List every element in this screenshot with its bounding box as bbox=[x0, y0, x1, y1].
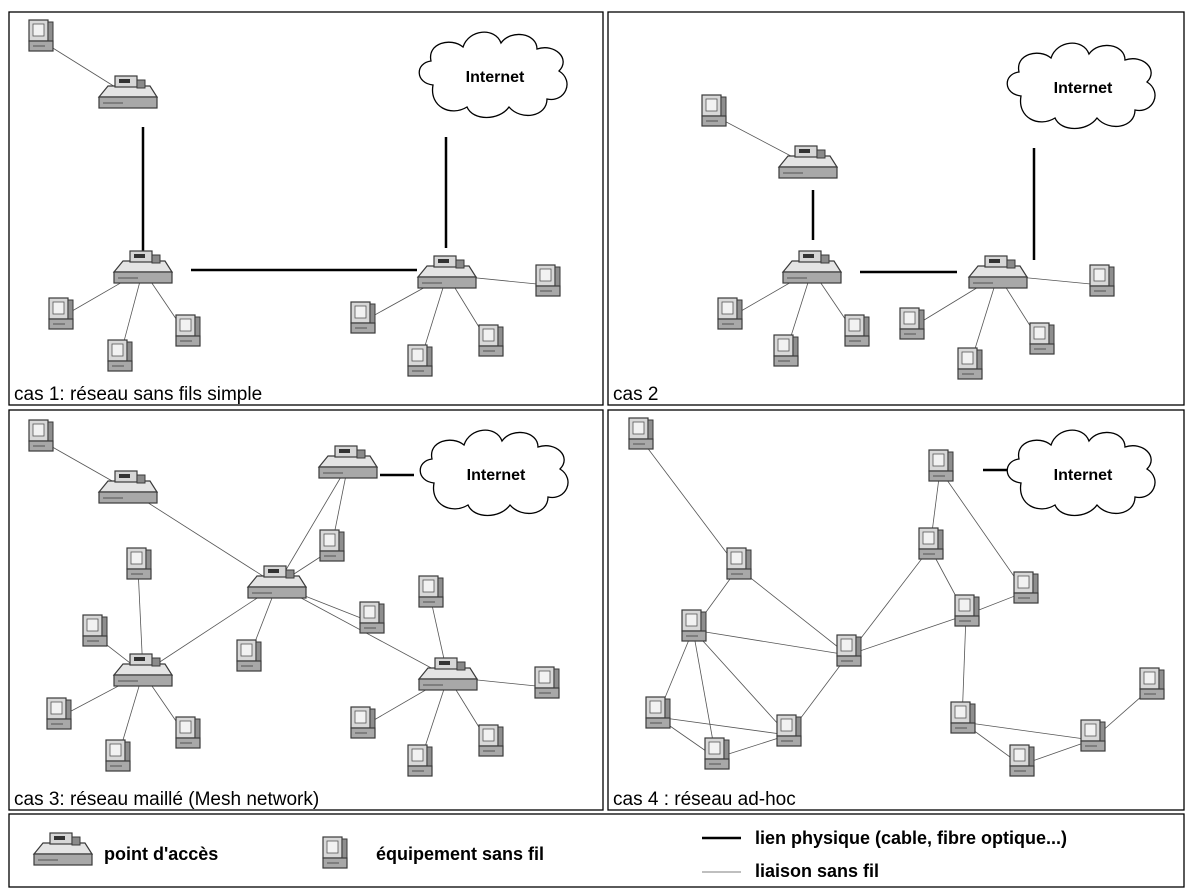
access-point-icon bbox=[418, 657, 478, 691]
access-point-icon bbox=[778, 145, 838, 179]
internet-cloud-icon: Internet bbox=[418, 31, 568, 119]
wireless-device-icon bbox=[726, 547, 752, 580]
panel-frame-4 bbox=[607, 409, 1185, 811]
wireless-device-icon bbox=[478, 324, 504, 357]
wireless-device-icon bbox=[1013, 571, 1039, 604]
wireless-device-icon bbox=[681, 609, 707, 642]
wireless-device-icon bbox=[236, 639, 262, 672]
internet-label: Internet bbox=[1054, 80, 1113, 97]
legend-wireless-device-label: équipement sans fil bbox=[376, 844, 544, 864]
wireless-device-icon bbox=[701, 94, 727, 127]
internet-cloud-icon: Internet bbox=[1006, 42, 1156, 130]
wireless-device-icon bbox=[844, 314, 870, 347]
wireless-device-icon bbox=[407, 344, 433, 377]
panel-4-wireless-link bbox=[737, 567, 849, 656]
internet-label: Internet bbox=[467, 467, 526, 484]
wireless-device-icon bbox=[645, 696, 671, 729]
wireless-device-icon bbox=[717, 297, 743, 330]
wireless-device-icon bbox=[319, 529, 345, 562]
internet-cloud-icon: Internet bbox=[419, 429, 569, 517]
legend-access-point-label: point d'accès bbox=[104, 844, 218, 864]
wireless-device-icon bbox=[82, 614, 108, 647]
wireless-device-icon bbox=[918, 527, 944, 560]
access-point-icon bbox=[968, 255, 1028, 289]
wireless-device-icon bbox=[418, 575, 444, 608]
panel-4-wireless-link bbox=[847, 614, 967, 656]
wireless-device-icon bbox=[359, 601, 385, 634]
panel-4-wireless-link bbox=[961, 721, 1093, 741]
panel-4-caption: cas 4 : réseau ad-hoc bbox=[613, 789, 796, 810]
wireless-device-icon bbox=[534, 666, 560, 699]
panel-frame-2 bbox=[607, 11, 1185, 406]
wireless-device-icon bbox=[1089, 264, 1115, 297]
access-point-icon bbox=[782, 250, 842, 284]
wireless-device-icon bbox=[407, 744, 433, 777]
panel-3-wireless-link bbox=[142, 584, 278, 674]
wireless-device-icon bbox=[773, 334, 799, 367]
wireless-device-icon bbox=[535, 264, 561, 297]
internet-cloud-icon: Internet bbox=[1006, 429, 1156, 517]
access-point-icon bbox=[417, 255, 477, 289]
wireless-device-icon bbox=[48, 297, 74, 330]
panel-1-caption: cas 1: réseau sans fils simple bbox=[14, 384, 262, 405]
panel-4-wireless-link bbox=[692, 629, 849, 656]
wireless-device-icon bbox=[899, 307, 925, 340]
wireless-device-icon bbox=[1029, 322, 1055, 355]
access-point-icon bbox=[98, 470, 158, 504]
legend-wireless-link-label: liaison sans fil bbox=[755, 861, 879, 881]
panel-4-wireless-link bbox=[939, 469, 1026, 593]
wireless-device-icon bbox=[107, 339, 133, 372]
wireless-device-icon bbox=[928, 449, 954, 482]
legend-frame bbox=[8, 813, 1185, 888]
legend-physical-link-label: lien physique (cable, fibre optique...) bbox=[755, 828, 1067, 848]
wireless-device-icon bbox=[950, 701, 976, 734]
panel-frame-1 bbox=[8, 11, 604, 406]
wireless-device-icon bbox=[478, 724, 504, 757]
wireless-device-icon bbox=[28, 419, 54, 452]
access-point-icon bbox=[113, 250, 173, 284]
wireless-device-icon bbox=[1139, 667, 1165, 700]
wireless-device-icon bbox=[46, 697, 72, 730]
access-point-icon bbox=[113, 653, 173, 687]
access-point-icon bbox=[98, 75, 158, 109]
panel-4-wireless-link bbox=[639, 437, 739, 569]
panel-4-wireless-link bbox=[656, 716, 789, 736]
wireless-device-icon bbox=[836, 634, 862, 667]
wireless-device-icon bbox=[350, 706, 376, 739]
internet-label: Internet bbox=[1054, 467, 1113, 484]
wireless-device-icon bbox=[126, 547, 152, 580]
wireless-device-icon bbox=[957, 347, 983, 380]
legend-wireless-device-icon bbox=[322, 836, 348, 869]
wireless-device-icon bbox=[1009, 744, 1035, 777]
panel-3-wireless-link bbox=[276, 464, 349, 586]
wireless-device-icon bbox=[175, 716, 201, 749]
legend-access-point-icon bbox=[33, 832, 93, 866]
wireless-device-icon bbox=[28, 19, 54, 52]
wireless-device-icon bbox=[1080, 719, 1106, 752]
wireless-device-icon bbox=[175, 314, 201, 347]
panel-4-wireless-link bbox=[692, 629, 717, 759]
wireless-device-icon bbox=[776, 714, 802, 747]
wireless-device-icon bbox=[704, 737, 730, 770]
access-point-icon bbox=[247, 565, 307, 599]
wireless-device-icon bbox=[954, 594, 980, 627]
wireless-device-icon bbox=[628, 417, 654, 450]
access-point-icon bbox=[318, 445, 378, 479]
wireless-device-icon bbox=[105, 739, 131, 772]
panel-2-caption: cas 2 bbox=[613, 384, 658, 405]
internet-label: Internet bbox=[466, 69, 525, 86]
panel-4-wireless-link bbox=[692, 629, 789, 736]
panel-frame-3 bbox=[8, 409, 604, 811]
panel-3-caption: cas 3: réseau maillé (Mesh network) bbox=[14, 789, 319, 810]
legend: point d'accès équipement sans fil lien p… bbox=[33, 828, 1067, 881]
panel-4-wireless-link bbox=[847, 547, 931, 656]
wireless-device-icon bbox=[350, 301, 376, 334]
panel-3-wireless-link bbox=[127, 489, 278, 586]
